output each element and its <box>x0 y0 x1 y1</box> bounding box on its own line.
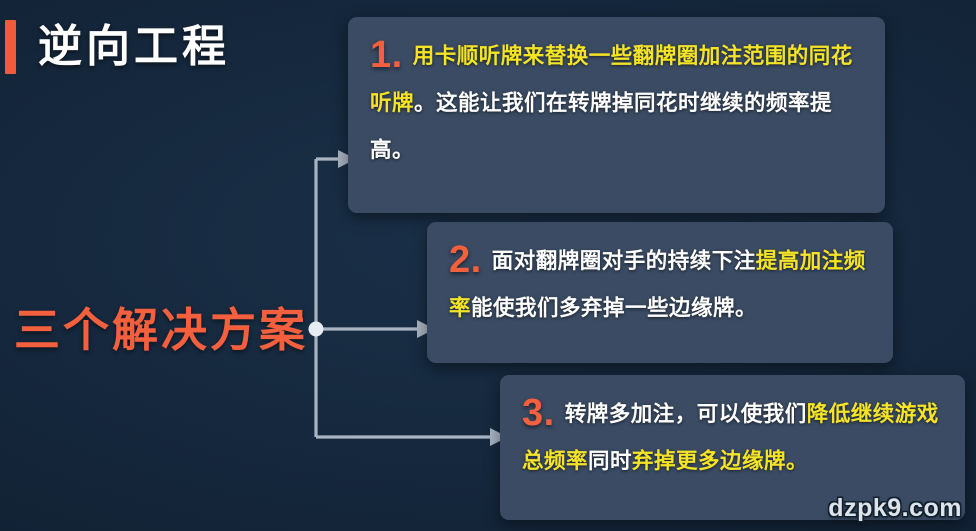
left-section-label: 三个解决方案 <box>14 304 308 356</box>
solution-card-3: 3. 转牌多加注，可以使我们降低继续游戏总频率同时弃掉更多边缘牌。 <box>500 375 965 520</box>
solution-card-3-segment-4: 弃掉更多边缘牌。 <box>632 449 809 473</box>
solution-card-2-number: 2. <box>449 239 482 281</box>
solution-card-2: 2. 面对翻牌圈对手的持续下注提高加注频率能使我们多弃掉一些边缘牌。 <box>427 222 893 363</box>
title-accent-bar <box>5 20 16 74</box>
solution-card-3-body: 3. 转牌多加注，可以使我们降低继续游戏总频率同时弃掉更多边缘牌。 <box>522 391 943 485</box>
solution-card-3-number: 3. <box>522 392 555 434</box>
connector-origin-dot <box>308 321 324 337</box>
solution-card-2-segment-2: 提高加注频率 <box>449 249 866 320</box>
solution-card-1-segment-2: 。这能让我们在转牌掉同花时继续的频率提高。 <box>370 91 833 162</box>
solution-card-2-segment-1: 面对翻牌圈对手的持续下注 <box>491 249 756 273</box>
solution-card-3-segment-3: 同时 <box>588 449 633 473</box>
site-watermark: dzpk9.com <box>828 494 962 522</box>
solution-card-2-segment-3: 能使我们多弃掉一些边缘牌。 <box>471 296 758 320</box>
solution-card-1-body: 1.用卡顺听牌来替换一些翻牌圈加注范围的同花听牌。这能让我们在转牌掉同花时继续的… <box>370 33 863 174</box>
page-title: 逆向工程 <box>38 22 230 71</box>
solution-card-3-segment-2: 降低继续游戏总频率 <box>522 402 939 473</box>
solution-card-1: 1.用卡顺听牌来替换一些翻牌圈加注范围的同花听牌。这能让我们在转牌掉同花时继续的… <box>348 17 885 213</box>
solution-card-2-body: 2. 面对翻牌圈对手的持续下注提高加注频率能使我们多弃掉一些边缘牌。 <box>449 238 871 332</box>
solution-card-1-number: 1. <box>370 34 403 76</box>
solution-card-1-segment-1: 用卡顺听牌来替换一些翻牌圈加注范围的同花听牌 <box>370 44 853 115</box>
solution-card-3-segment-1: 转牌多加注，可以使我们 <box>564 402 807 426</box>
